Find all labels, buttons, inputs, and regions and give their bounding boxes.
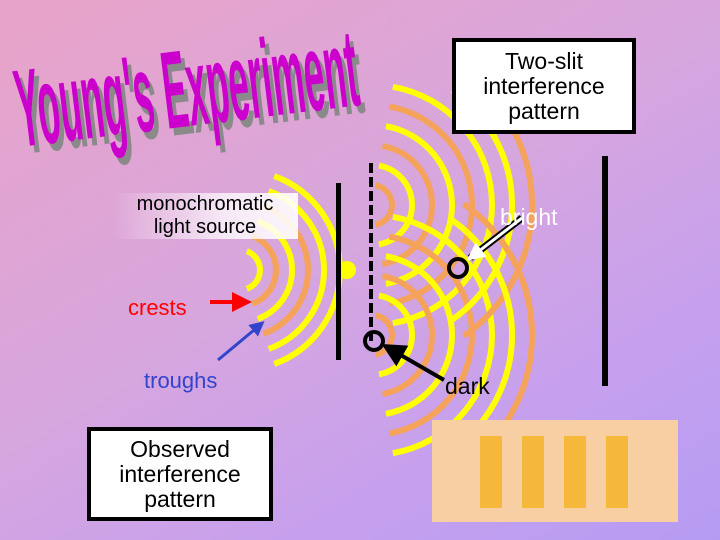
bright-fringe xyxy=(564,436,586,508)
slit-wave-10 xyxy=(388,233,475,437)
slit-wave-4 xyxy=(388,103,475,307)
light-source-label: monochromatic light source xyxy=(112,193,298,239)
slit-wave-0 xyxy=(374,182,395,228)
slit-wave-2 xyxy=(381,142,435,268)
bright-fringe xyxy=(480,436,502,508)
bright-fringe xyxy=(522,436,544,508)
observed-pattern-text: Observed interference pattern xyxy=(119,435,241,512)
crests-label: crests xyxy=(128,295,187,320)
troughs-label: troughs xyxy=(144,368,218,393)
slit-wave-5 xyxy=(392,83,495,327)
two-slit-pattern-text: Two-slit interference pattern xyxy=(483,47,605,124)
trough-source-wave-1 xyxy=(251,233,279,307)
slit-wave-7 xyxy=(378,292,415,378)
screen xyxy=(602,156,608,386)
dark-arrow xyxy=(381,344,445,382)
bright-point-marker xyxy=(447,257,469,279)
slit-wave-3 xyxy=(385,123,455,287)
slit-wave-8 xyxy=(381,272,435,398)
troughs-arrow xyxy=(217,321,265,362)
bright-label: bright xyxy=(500,204,558,230)
dark-point-marker xyxy=(363,330,385,352)
slit-glow xyxy=(338,261,356,279)
two-slit-pattern-box: Two-slit interference pattern xyxy=(452,38,636,134)
bright-fringe xyxy=(606,436,628,508)
observed-fringe-pattern xyxy=(432,420,678,522)
slit-wave-1 xyxy=(378,162,415,248)
barrier-wall xyxy=(336,183,341,360)
slit-wave-9 xyxy=(385,253,455,417)
crest-source-wave-0 xyxy=(245,248,263,292)
title-graphic: Young's Experiment Young's Experiment xyxy=(9,7,369,170)
observed-pattern-box: Observed interference pattern xyxy=(87,427,273,521)
bright-arrow xyxy=(466,216,523,261)
dark-label: dark xyxy=(445,373,490,399)
